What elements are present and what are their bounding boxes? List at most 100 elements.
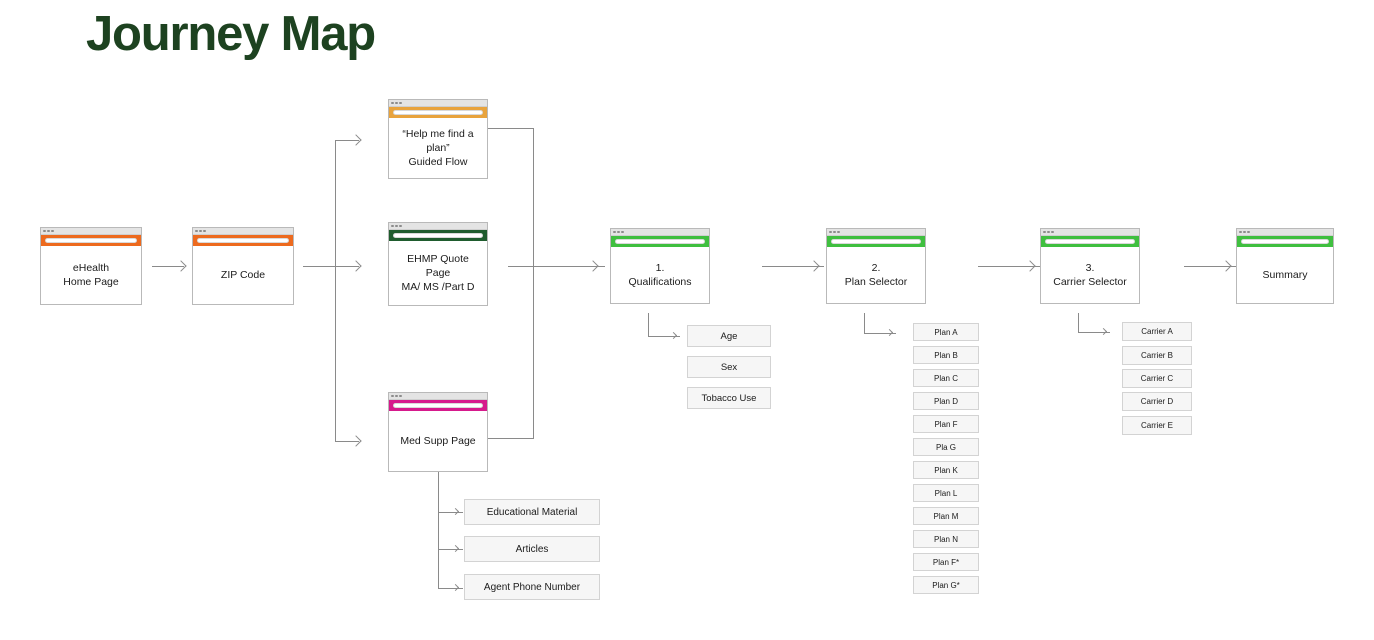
window-address-field[interactable] [393, 233, 483, 238]
connector-carrier-selector-to-summary [1184, 266, 1236, 267]
arrowhead-icon [350, 260, 362, 272]
window-address-field[interactable] [45, 238, 137, 243]
window-address-field[interactable] [393, 110, 483, 115]
window-titlebar [1237, 229, 1333, 236]
node-label: 1. Qualifications [628, 262, 692, 288]
plan-item-b[interactable]: Plan B [913, 346, 979, 364]
medsupp-resource-articles[interactable]: Articles [464, 536, 600, 562]
window-titlebar [827, 229, 925, 236]
node-carrier-selector[interactable]: 3. Carrier Selector [1040, 228, 1140, 304]
window-titlebar [389, 100, 487, 107]
window-dot-icon [1239, 230, 1242, 234]
node-med-supp-page[interactable]: Med Supp Page [388, 392, 488, 472]
connector-ehmp-merge [508, 266, 533, 267]
node-label: Summary [1262, 269, 1308, 281]
window-dot-icon [47, 229, 50, 233]
pill-label: Plan M [933, 511, 959, 521]
pill-label: Articles [515, 543, 549, 555]
window-body: 2. Plan Selector [827, 247, 925, 303]
pill-label: Age [720, 330, 738, 342]
window-address-bar [827, 236, 925, 247]
node-zip-code[interactable]: ZIP Code [192, 227, 294, 305]
plan-item-n[interactable]: Plan N [913, 530, 979, 548]
qualification-item-sex[interactable]: Sex [687, 356, 771, 378]
connector-to-articles [438, 549, 463, 550]
plan-item-c[interactable]: Plan C [913, 369, 979, 387]
window-address-bar [193, 235, 293, 246]
node-ehealth-home-page[interactable]: eHealth Home Page [40, 227, 142, 305]
window-address-field[interactable] [615, 239, 705, 244]
window-dot-icon [43, 229, 46, 233]
plan-item-g[interactable]: Pla G [913, 438, 979, 456]
window-dot-icon [391, 224, 394, 228]
connector-home-to-zip [152, 266, 184, 267]
window-address-field[interactable] [1241, 239, 1329, 244]
pill-label: Plan K [934, 465, 958, 475]
window-dot-icon [621, 230, 624, 234]
window-titlebar [389, 223, 487, 230]
plan-item-k[interactable]: Plan K [913, 461, 979, 479]
arrowhead-icon [885, 328, 894, 337]
carrier-item-a[interactable]: Carrier A [1122, 322, 1192, 341]
window-dot-icon [203, 229, 206, 233]
pill-label: Carrier E [1140, 421, 1173, 430]
pill-label: Carrier A [1141, 327, 1173, 336]
window-address-bar [389, 230, 487, 241]
pill-label: Plan B [934, 350, 958, 360]
pill-label: Plan F [934, 419, 958, 429]
window-body: ZIP Code [193, 246, 293, 304]
window-address-bar [389, 107, 487, 118]
node-label: EHMP Quote Page MA/ MS /Part D [401, 253, 475, 293]
node-qualifications[interactable]: 1. Qualifications [610, 228, 710, 304]
plan-item-m[interactable]: Plan M [913, 507, 979, 525]
window-dot-icon [395, 101, 398, 105]
arrowhead-icon [1220, 260, 1232, 272]
plan-item-f-star[interactable]: Plan F* [913, 553, 979, 571]
pill-label: Educational Material [486, 506, 578, 518]
qualification-item-tobacco-use[interactable]: Tobacco Use [687, 387, 771, 409]
carrier-item-e[interactable]: Carrier E [1122, 416, 1192, 435]
plan-item-a[interactable]: Plan A [913, 323, 979, 341]
window-address-field[interactable] [831, 239, 921, 244]
node-guided-flow[interactable]: “Help me find a plan” Guided Flow [388, 99, 488, 179]
window-dot-icon [51, 229, 54, 233]
carrier-item-b[interactable]: Carrier B [1122, 346, 1192, 365]
node-plan-selector[interactable]: 2. Plan Selector [826, 228, 926, 304]
window-dot-icon [395, 224, 398, 228]
pill-label: Carrier D [1140, 397, 1174, 406]
pill-label: Plan A [934, 327, 958, 337]
window-dot-icon [395, 394, 398, 398]
window-body: EHMP Quote Page MA/ MS /Part D [389, 241, 487, 305]
window-dot-icon [391, 394, 394, 398]
window-address-bar [41, 235, 141, 246]
window-body: 3. Carrier Selector [1041, 247, 1139, 303]
node-ehmp-quote-page[interactable]: EHMP Quote Page MA/ MS /Part D [388, 222, 488, 306]
window-address-bar [1041, 236, 1139, 247]
arrowhead-icon [451, 507, 460, 516]
node-label: 3. Carrier Selector [1053, 262, 1127, 288]
window-dot-icon [399, 101, 402, 105]
pill-label: Plan G* [932, 580, 960, 590]
pill-label: Plan N [933, 534, 958, 544]
pill-label: Tobacco Use [701, 392, 757, 404]
medsupp-resource-educational-material[interactable]: Educational Material [464, 499, 600, 525]
medsupp-resource-agent-phone-number[interactable]: Agent Phone Number [464, 574, 600, 600]
window-dot-icon [399, 394, 402, 398]
node-label: eHealth Home Page [63, 262, 119, 288]
window-body: Summary [1237, 247, 1333, 303]
plan-item-g-star[interactable]: Plan G* [913, 576, 979, 594]
qualification-item-age[interactable]: Age [687, 325, 771, 347]
window-address-field[interactable] [1045, 239, 1135, 244]
plan-item-d[interactable]: Plan D [913, 392, 979, 410]
carrier-item-d[interactable]: Carrier D [1122, 392, 1192, 411]
window-address-field[interactable] [197, 238, 289, 243]
node-summary[interactable]: Summary [1236, 228, 1334, 304]
plan-item-l[interactable]: Plan L [913, 484, 979, 502]
connector-branch-trunk [335, 140, 336, 442]
window-address-field[interactable] [393, 403, 483, 408]
window-body: Med Supp Page [389, 411, 487, 471]
carrier-item-c[interactable]: Carrier C [1122, 369, 1192, 388]
plan-item-f[interactable]: Plan F [913, 415, 979, 433]
connector-medsupp-merge [488, 438, 533, 439]
pill-label: Carrier C [1140, 374, 1174, 383]
